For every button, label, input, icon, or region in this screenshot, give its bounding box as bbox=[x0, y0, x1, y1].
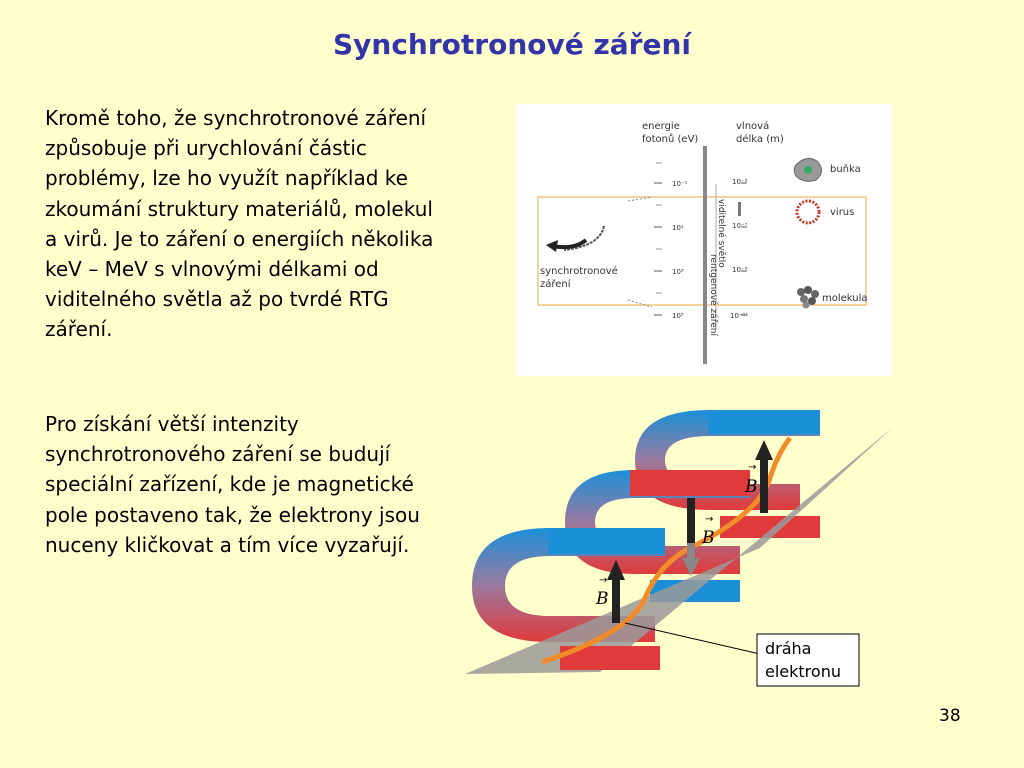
field-label-b: B bbox=[744, 477, 758, 497]
wavelength-tick: 10⁻⁷ bbox=[732, 222, 748, 230]
field-arrow-up-back bbox=[755, 440, 773, 513]
object-label-molecule: molekula bbox=[822, 293, 868, 304]
field-arrow-up-front bbox=[607, 560, 625, 623]
wavelength-header-2: délka (m) bbox=[736, 133, 784, 145]
xray-label: rentgenové záření bbox=[708, 254, 719, 336]
virus-icon bbox=[795, 199, 821, 225]
energy-axis: 10⁻¹ 10¹ 10³ 10⁵ bbox=[654, 162, 688, 320]
wiggler-figure: B → B → B → dráha elektronu bbox=[465, 410, 892, 687]
object-label-virus: virus bbox=[830, 207, 854, 218]
svg-text:→: → bbox=[599, 575, 607, 586]
field-label-b: B bbox=[595, 589, 609, 609]
energy-header-1: energie bbox=[642, 121, 680, 132]
molecule-icon bbox=[797, 286, 819, 309]
callout-line bbox=[624, 622, 761, 655]
field-label-b: B bbox=[701, 528, 715, 548]
wavelength-tick: 10⁻⁹ bbox=[732, 266, 748, 274]
source-label-2: záření bbox=[540, 278, 572, 290]
energy-tick: 10¹ bbox=[672, 224, 684, 232]
paragraph-wiggler-description: Pro získání větší intenzity synchrotrono… bbox=[45, 412, 420, 557]
magnet-back bbox=[635, 410, 820, 538]
page-number: 38 bbox=[939, 706, 961, 726]
spectrum-axis-bar bbox=[703, 146, 707, 364]
field-arrow-down-middle bbox=[682, 498, 700, 576]
wavelength-tick: 10⁻¹¹ bbox=[730, 312, 748, 320]
object-label-cell: buňka bbox=[830, 163, 861, 175]
paragraph-synchrotron-uses: Kromě toho, že synchrotronové záření způ… bbox=[45, 106, 434, 342]
visible-light-label: viditelné světlo bbox=[716, 199, 727, 268]
wavelength-tick: 10⁻⁵ bbox=[732, 178, 748, 186]
energy-tick: 10⁵ bbox=[672, 312, 684, 320]
wavelength-axis: 10⁻⁵ 10⁻⁷ 10⁻⁹ 10⁻¹¹ bbox=[730, 178, 748, 320]
svg-text:→: → bbox=[705, 514, 713, 525]
slide-title: Synchrotronové záření bbox=[332, 28, 692, 61]
energy-header-2: fotonů (eV) bbox=[642, 133, 698, 145]
cell-icon bbox=[793, 158, 822, 182]
spectrum-figure: energie fotonů (eV) vlnová délka (m) 10⁻… bbox=[516, 104, 892, 376]
synchrotron-range-box bbox=[537, 196, 867, 306]
magnet-front bbox=[472, 528, 665, 642]
source-label-1: synchrotronové bbox=[540, 265, 618, 277]
energy-tick: 10³ bbox=[672, 268, 684, 276]
path-label-box bbox=[756, 633, 860, 687]
electron-arc-icon bbox=[563, 225, 605, 251]
path-label-line2: elektronu bbox=[765, 662, 841, 681]
svg-text:→: → bbox=[748, 462, 756, 473]
energy-tick: 10⁻¹ bbox=[672, 180, 688, 188]
path-label-line1: dráha bbox=[765, 639, 811, 658]
wavelength-header-1: vlnová bbox=[736, 120, 769, 132]
